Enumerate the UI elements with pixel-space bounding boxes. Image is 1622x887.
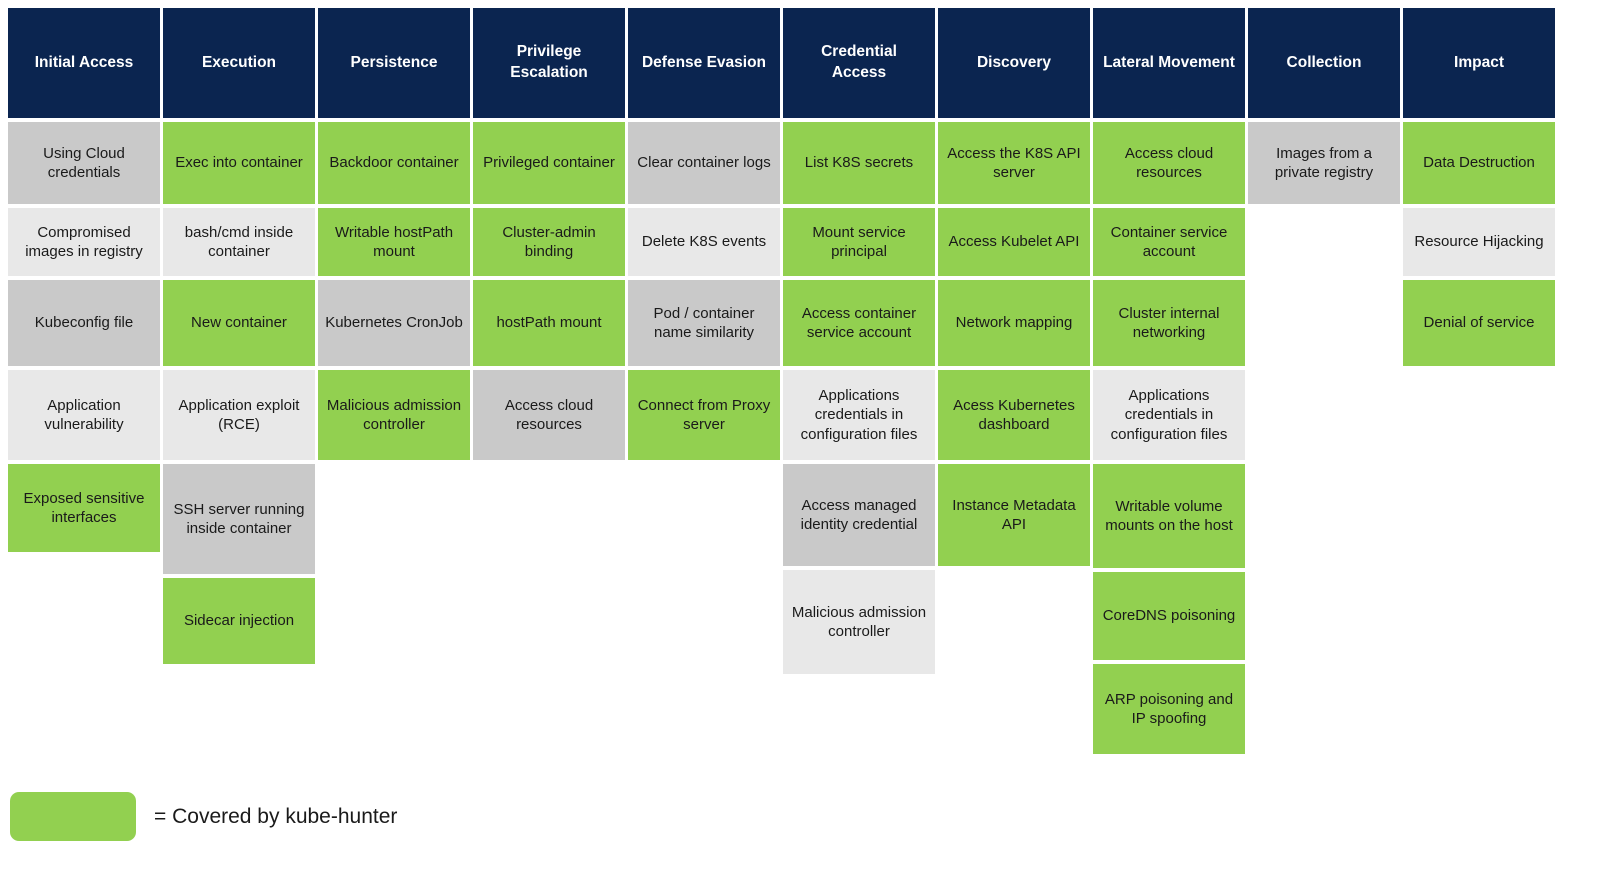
technique-cell-delete-k8s-events: Delete K8S events xyxy=(628,208,780,276)
technique-cell-access-cloud-resources: Access cloud resources xyxy=(473,370,625,460)
technique-cell-malicious-admission-controller: Malicious admission controller xyxy=(318,370,470,460)
technique-cell-writable-volume-mounts-on-the-host: Writable volume mounts on the host xyxy=(1093,464,1245,568)
column-header-defense-evasion: Defense Evasion xyxy=(628,8,780,118)
technique-cell-cluster-admin-binding: Cluster-admin binding xyxy=(473,208,625,276)
technique-cell-instance-metadata-api: Instance Metadata API xyxy=(938,464,1090,566)
technique-cell-cluster-internal-networking: Cluster internal networking xyxy=(1093,280,1245,366)
technique-cell-malicious-admission-controller: Malicious admission controller xyxy=(783,570,935,674)
technique-cell-applications-credentials-in-configuration-files: Applications credentials in configuratio… xyxy=(783,370,935,460)
legend-swatch xyxy=(10,792,136,841)
technique-cell-kubernetes-cronjob: Kubernetes CronJob xyxy=(318,280,470,366)
legend-label: = Covered by kube-hunter xyxy=(154,804,398,828)
column-header-lateral-movement: Lateral Movement xyxy=(1093,8,1245,118)
column-header-persistence: Persistence xyxy=(318,8,470,118)
technique-cell-network-mapping: Network mapping xyxy=(938,280,1090,366)
technique-cell-compromised-images-in-registry: Compromised images in registry xyxy=(8,208,160,276)
technique-cell-applications-credentials-in-configuration-files: Applications credentials in configuratio… xyxy=(1093,370,1245,460)
technique-cell-application-vulnerability: Application vulnerability xyxy=(8,370,160,460)
technique-cell-data-destruction: Data Destruction xyxy=(1403,122,1555,204)
column-header-discovery: Discovery xyxy=(938,8,1090,118)
technique-cell-arp-poisoning-and-ip-spoofing: ARP poisoning and IP spoofing xyxy=(1093,664,1245,754)
technique-cell-writable-hostpath-mount: Writable hostPath mount xyxy=(318,208,470,276)
technique-cell-mount-service-principal: Mount service principal xyxy=(783,208,935,276)
technique-cell-acess-kubernetes-dashboard: Acess Kubernetes dashboard xyxy=(938,370,1090,460)
technique-cell-hostpath-mount: hostPath mount xyxy=(473,280,625,366)
technique-cell-access-the-k8s-api-server: Access the K8S API server xyxy=(938,122,1090,204)
column-header-collection: Collection xyxy=(1248,8,1400,118)
technique-cell-exec-into-container: Exec into container xyxy=(163,122,315,204)
technique-cell-access-cloud-resources: Access cloud resources xyxy=(1093,122,1245,204)
technique-cell-using-cloud-credentials: Using Cloud credentials xyxy=(8,122,160,204)
technique-cell-clear-container-logs: Clear container logs xyxy=(628,122,780,204)
legend: = Covered by kube-hunter xyxy=(10,792,1622,841)
column-header-initial-access: Initial Access xyxy=(8,8,160,118)
column-header-execution: Execution xyxy=(163,8,315,118)
technique-cell-pod-container-name-similarity: Pod / container name similarity xyxy=(628,280,780,366)
technique-cell-privileged-container: Privileged container xyxy=(473,122,625,204)
column-header-impact: Impact xyxy=(1403,8,1555,118)
technique-cell-connect-from-proxy-server: Connect from Proxy server xyxy=(628,370,780,460)
technique-cell-application-exploit-rce: Application exploit (RCE) xyxy=(163,370,315,460)
technique-cell-images-from-a-private-registry: Images from a private registry xyxy=(1248,122,1400,204)
column-header-privilege-escalation: Privilege Escalation xyxy=(473,8,625,118)
technique-cell-container-service-account: Container service account xyxy=(1093,208,1245,276)
technique-cell-exposed-sensitive-interfaces: Exposed sensitive interfaces xyxy=(8,464,160,552)
technique-cell-list-k8s-secrets: List K8S secrets xyxy=(783,122,935,204)
technique-cell-new-container: New container xyxy=(163,280,315,366)
technique-cell-kubeconfig-file: Kubeconfig file xyxy=(8,280,160,366)
technique-cell-backdoor-container: Backdoor container xyxy=(318,122,470,204)
technique-cell-coredns-poisoning: CoreDNS poisoning xyxy=(1093,572,1245,660)
technique-cell-access-managed-identity-credential: Access managed identity credential xyxy=(783,464,935,566)
technique-cell-bash-cmd-inside-container: bash/cmd inside container xyxy=(163,208,315,276)
technique-cell-ssh-server-running-inside-container: SSH server running inside container xyxy=(163,464,315,574)
technique-cell-denial-of-service: Denial of service xyxy=(1403,280,1555,366)
column-header-credential-access: Credential Access xyxy=(783,8,935,118)
technique-cell-resource-hijacking: Resource Hijacking xyxy=(1403,208,1555,276)
technique-cell-access-container-service-account: Access container service account xyxy=(783,280,935,366)
technique-cell-sidecar-injection: Sidecar injection xyxy=(163,578,315,664)
technique-cell-access-kubelet-api: Access Kubelet API xyxy=(938,208,1090,276)
